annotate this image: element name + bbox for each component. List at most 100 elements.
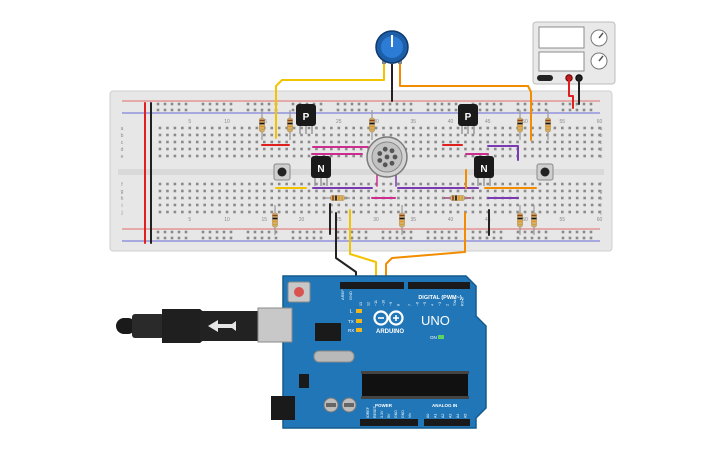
rail-hole[interactable] — [312, 102, 316, 106]
breadboard-hole[interactable] — [188, 189, 192, 193]
breadboard-hole[interactable] — [419, 189, 423, 193]
breadboard-hole[interactable] — [359, 182, 363, 186]
breadboard-hole[interactable] — [441, 147, 445, 151]
rail-hole[interactable] — [350, 230, 354, 234]
rail-hole[interactable] — [229, 236, 233, 240]
breadboard-hole[interactable] — [307, 140, 311, 144]
breadboard-hole[interactable] — [225, 182, 229, 186]
rail-hole[interactable] — [222, 102, 226, 106]
resistor-vertical[interactable] — [531, 205, 537, 235]
breadboard-hole[interactable] — [233, 182, 236, 186]
breadboard-hole[interactable] — [516, 203, 519, 207]
breadboard-hole[interactable] — [493, 210, 497, 214]
rail-hole[interactable] — [215, 236, 219, 240]
resistor-horizontal[interactable] — [445, 195, 470, 201]
breadboard-hole[interactable] — [434, 203, 437, 207]
breadboard-hole[interactable] — [263, 140, 266, 144]
breadboard-hole[interactable] — [277, 126, 281, 130]
breadboard-hole[interactable] — [397, 196, 400, 200]
breadboard-hole[interactable] — [203, 133, 206, 137]
breadboard-hole[interactable] — [389, 203, 393, 207]
resistor-horizontal[interactable] — [325, 195, 350, 201]
breadboard-hole[interactable] — [263, 154, 266, 158]
breadboard-hole[interactable] — [538, 203, 542, 207]
rail-hole[interactable] — [184, 230, 188, 234]
breadboard-hole[interactable] — [464, 140, 467, 144]
rail-hole[interactable] — [478, 108, 482, 112]
breadboard-hole[interactable] — [419, 133, 423, 137]
breadboard-hole[interactable] — [181, 210, 184, 214]
breadboard-hole[interactable] — [382, 182, 385, 186]
rail-hole[interactable] — [177, 236, 181, 240]
breadboard-hole[interactable] — [300, 133, 303, 137]
rail-hole[interactable] — [312, 236, 316, 240]
breadboard-hole[interactable] — [590, 182, 594, 186]
breadboard-hole[interactable] — [322, 133, 326, 137]
breadboard-hole[interactable] — [292, 203, 296, 207]
breadboard-hole[interactable] — [292, 182, 296, 186]
breadboard-hole[interactable] — [590, 189, 594, 193]
breadboard-hole[interactable] — [300, 196, 303, 200]
rail-hole[interactable] — [336, 102, 340, 106]
rail-hole[interactable] — [426, 230, 430, 234]
breadboard-hole[interactable] — [568, 126, 572, 130]
breadboard-hole[interactable] — [493, 133, 497, 137]
breadboard-hole[interactable] — [374, 203, 378, 207]
usb-cable[interactable] — [116, 318, 136, 334]
breadboard-hole[interactable] — [412, 203, 415, 207]
breadboard-hole[interactable] — [188, 140, 192, 144]
breadboard-hole[interactable] — [292, 189, 296, 193]
breadboard-hole[interactable] — [441, 203, 445, 207]
breadboard-hole[interactable] — [568, 133, 572, 137]
breadboard-hole[interactable] — [277, 182, 281, 186]
breadboard-hole[interactable] — [233, 210, 236, 214]
breadboard-hole[interactable] — [158, 203, 162, 207]
rail-hole[interactable] — [478, 230, 482, 234]
breadboard-hole[interactable] — [233, 189, 236, 193]
breadboard-hole[interactable] — [315, 147, 318, 151]
rail-hole[interactable] — [343, 102, 347, 106]
transistor-npn-right[interactable]: N — [474, 156, 494, 186]
breadboard-hole[interactable] — [307, 210, 311, 214]
rail-hole[interactable] — [454, 102, 458, 106]
breadboard-hole[interactable] — [344, 154, 348, 158]
breadboard-hole[interactable] — [479, 189, 482, 193]
wire-yellow-pot[interactable] — [275, 61, 385, 139]
breadboard-hole[interactable] — [412, 133, 415, 137]
breadboard-hole[interactable] — [598, 189, 601, 193]
breadboard-hole[interactable] — [553, 147, 557, 151]
breadboard-hole[interactable] — [426, 210, 430, 214]
breadboard-hole[interactable] — [263, 210, 266, 214]
rail-hole[interactable] — [163, 102, 167, 106]
rail-hole[interactable] — [343, 236, 347, 240]
breadboard-hole[interactable] — [367, 133, 370, 137]
breadboard-hole[interactable] — [359, 189, 363, 193]
breadboard-hole[interactable] — [315, 133, 318, 137]
breadboard-hole[interactable] — [181, 154, 184, 158]
breadboard-hole[interactable] — [173, 133, 177, 137]
breadboard-hole[interactable] — [195, 210, 199, 214]
breadboard-hole[interactable] — [561, 203, 564, 207]
breadboard-hole[interactable] — [240, 210, 244, 214]
breadboard-hole[interactable] — [471, 196, 475, 200]
breadboard-hole[interactable] — [575, 147, 579, 151]
breadboard-hole[interactable] — [553, 189, 557, 193]
resistor-vertical[interactable] — [272, 205, 278, 235]
breadboard-hole[interactable] — [464, 126, 467, 130]
rail-hole[interactable] — [454, 236, 458, 240]
breadboard-hole[interactable] — [270, 133, 274, 137]
rail-hole[interactable] — [156, 230, 160, 234]
breadboard-hole[interactable] — [359, 133, 363, 137]
wire-purple-1[interactable] — [487, 145, 519, 161]
breadboard-hole[interactable] — [173, 147, 177, 151]
breadboard-hole[interactable] — [181, 147, 184, 151]
rail-hole[interactable] — [485, 236, 489, 240]
breadboard-hole[interactable] — [397, 203, 400, 207]
breadboard-hole[interactable] — [471, 126, 475, 130]
breadboard-hole[interactable] — [307, 203, 311, 207]
rail-hole[interactable] — [544, 236, 548, 240]
rail-hole[interactable] — [312, 230, 316, 234]
breadboard-hole[interactable] — [575, 140, 579, 144]
breadboard-hole[interactable] — [382, 133, 385, 137]
